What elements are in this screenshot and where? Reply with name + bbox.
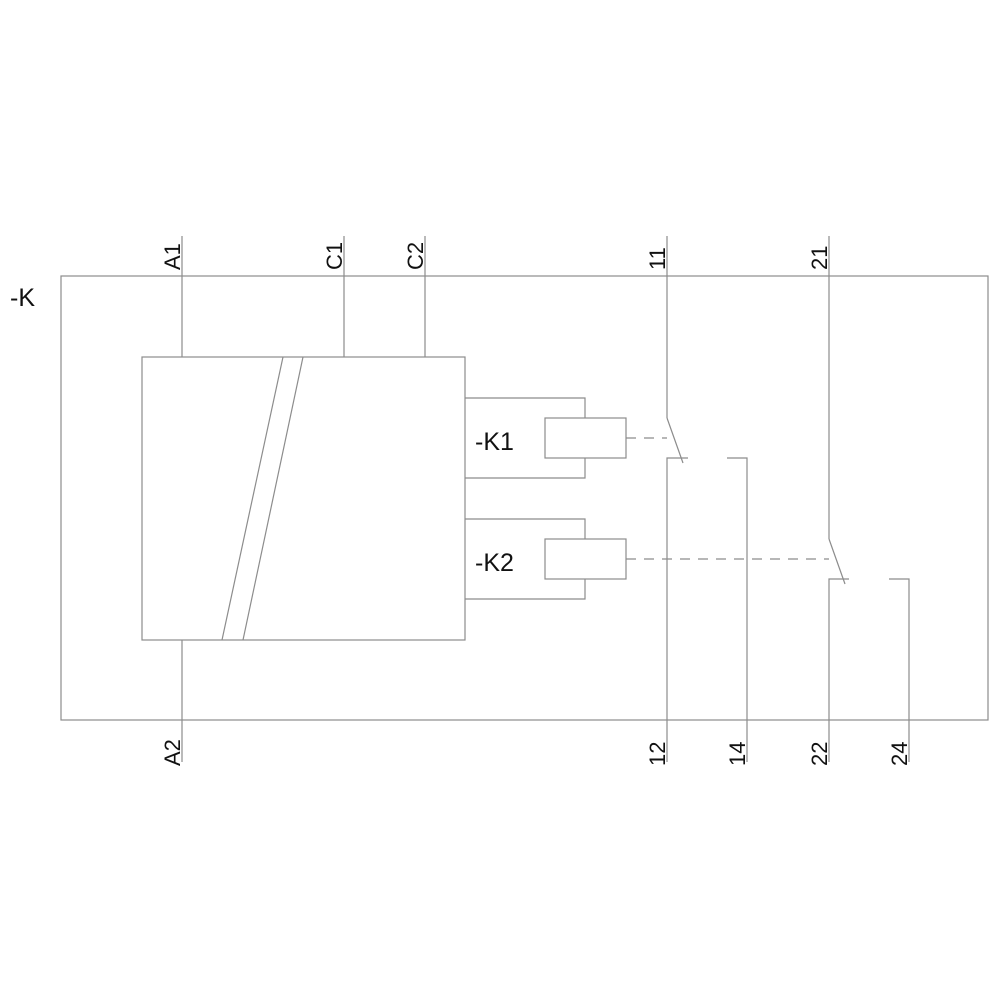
k2-bracket-top	[465, 518, 586, 539]
relay-k1-label: -K1	[475, 428, 514, 456]
terminal-22-label: 22	[807, 742, 832, 766]
contact-k2-blade-icon	[828, 538, 846, 585]
k2-bracket-bottom	[465, 579, 586, 600]
contact-k1-blade-icon	[666, 417, 684, 464]
contact-12-wire	[666, 457, 688, 762]
terminal-a2-label: A2	[160, 739, 185, 766]
contact-24-wire	[889, 578, 910, 762]
k2-coil-icon	[544, 538, 627, 580]
terminal-11-label: 11	[645, 247, 670, 270]
terminal-24-label: 24	[887, 742, 912, 766]
control-unit-slash-1	[221, 356, 284, 641]
terminal-c1-label: C1	[322, 242, 347, 270]
terminal-21-label: 21	[807, 246, 832, 270]
contact-14-wire	[727, 457, 748, 762]
control-unit-slash-2	[242, 356, 304, 641]
k1-bracket-top	[465, 397, 586, 418]
control-unit-block	[141, 356, 466, 641]
k1-bracket-bottom	[465, 458, 586, 479]
terminal-c2-label: C2	[403, 242, 428, 270]
device-label: -K	[10, 284, 35, 312]
relay-k2-label: -K2	[475, 549, 514, 577]
terminal-a1-label: A1	[160, 243, 185, 270]
terminal-14-label: 14	[725, 742, 750, 766]
contact-22-wire	[828, 578, 849, 762]
k1-coil-icon	[544, 417, 627, 459]
terminal-12-label: 12	[645, 742, 670, 766]
device-enclosure	[60, 275, 989, 721]
